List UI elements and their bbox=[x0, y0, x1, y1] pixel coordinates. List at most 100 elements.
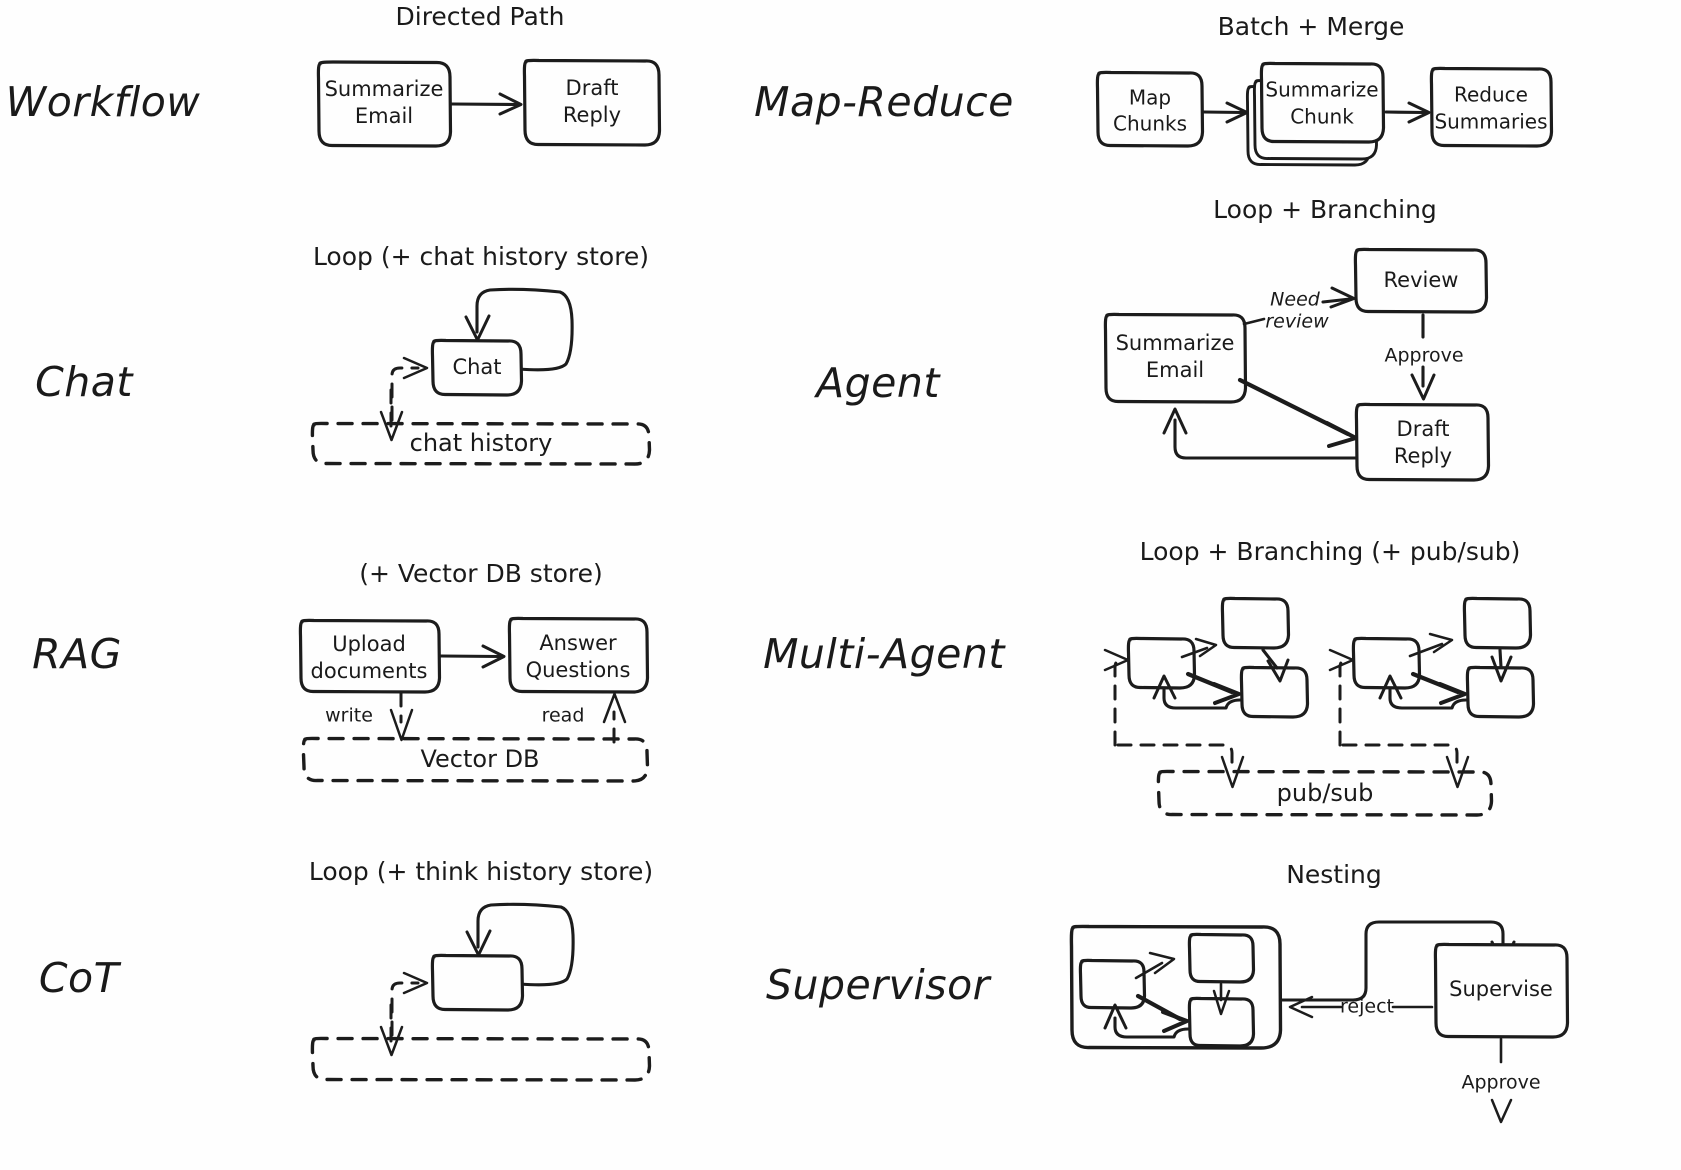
node-label-line2: Chunk bbox=[1290, 105, 1354, 129]
node-label-line2: Summaries bbox=[1434, 110, 1547, 134]
edge-label-review: review bbox=[1265, 311, 1329, 333]
node-label-line1: Summarize bbox=[325, 77, 444, 101]
node-label-line1: Answer bbox=[539, 631, 617, 655]
edge-write-to-vector-db: write bbox=[325, 691, 414, 742]
edge-need-review: Need review bbox=[1242, 286, 1356, 333]
cluster1-edge-right-back bbox=[1152, 674, 1242, 710]
node-label-line2: Chunks bbox=[1113, 112, 1187, 136]
row-multi-agent: Multi-Agent Loop + Branching (+ pub/sub) bbox=[763, 537, 1536, 817]
node-label-line2: Email bbox=[1146, 358, 1204, 382]
edge-map-to-summarize bbox=[1202, 101, 1249, 124]
node-upload-documents[interactable]: Upload documents bbox=[298, 618, 442, 694]
agent-cluster-1 bbox=[1103, 596, 1310, 789]
node-supervise[interactable]: Supervise bbox=[1433, 942, 1570, 1039]
cluster2-edge-to-pubsub bbox=[1341, 743, 1470, 789]
node-summarize-email-agent[interactable]: Summarize Email bbox=[1103, 312, 1248, 404]
cluster1-edge-left-right bbox=[1185, 671, 1241, 705]
node-label-line1: Map bbox=[1129, 86, 1171, 110]
row-label-multi-agent: Multi-Agent bbox=[763, 630, 1006, 678]
nested-node-top[interactable] bbox=[1187, 932, 1256, 984]
cluster2-edge-left-right bbox=[1410, 671, 1467, 705]
caption-cot-loop: Loop (+ think history store) bbox=[309, 857, 653, 886]
nested-edge-top-bottom bbox=[1212, 982, 1231, 1016]
cluster2-node-right[interactable] bbox=[1465, 665, 1536, 719]
node-answer-questions[interactable]: Answer Questions bbox=[507, 616, 650, 694]
node-label-line2: documents bbox=[311, 659, 428, 683]
node-label-line2: Reply bbox=[563, 103, 621, 127]
nested-node-left[interactable] bbox=[1078, 958, 1147, 1010]
cluster2-node-left[interactable] bbox=[1351, 636, 1422, 690]
caption-chat-loop: Loop (+ chat history store) bbox=[313, 242, 649, 271]
cluster1-edge-top-right bbox=[1261, 648, 1290, 683]
row-cot: CoT Loop (+ think history store) bbox=[39, 857, 653, 1082]
store-vector-db[interactable]: Vector DB bbox=[301, 736, 650, 783]
row-chat: Chat Loop (+ chat history store) Chat bbox=[35, 242, 652, 466]
edge-label-approve: Approve bbox=[1384, 345, 1463, 367]
store-chat-history[interactable]: chat history bbox=[310, 421, 652, 466]
caption-vector-db-store: (+ Vector DB store) bbox=[359, 559, 603, 588]
store-think-history[interactable] bbox=[310, 1036, 652, 1082]
edge-think-to-think-history bbox=[379, 1003, 404, 1057]
node-label: Supervise bbox=[1449, 977, 1553, 1001]
node-map-chunks[interactable]: Map Chunks bbox=[1095, 70, 1205, 148]
node-label-line1: Upload bbox=[332, 632, 406, 656]
node-chat[interactable]: Chat bbox=[430, 338, 524, 397]
node-label-line1: Reduce bbox=[1454, 83, 1528, 107]
caption-agent-loop: Loop + Branching bbox=[1213, 195, 1437, 224]
row-map-reduce: Map-Reduce Batch + Merge Map Chunks Summ… bbox=[754, 12, 1554, 167]
edge-draft-back-to-summarize bbox=[1162, 407, 1358, 460]
nested-edge-left-bottom bbox=[1135, 993, 1189, 1033]
node-summarize-email[interactable]: Summarize Email bbox=[316, 60, 453, 148]
row-label-cot: CoT bbox=[39, 954, 122, 1002]
row-workflow: Workflow Directed Path Summarize Email D… bbox=[6, 2, 662, 148]
cluster2-node-top[interactable] bbox=[1462, 596, 1533, 650]
node-review[interactable]: Review bbox=[1353, 247, 1489, 314]
cluster1-node-top[interactable] bbox=[1220, 596, 1291, 650]
node-think[interactable] bbox=[430, 953, 525, 1012]
edge-chat-to-chat-history bbox=[379, 388, 404, 442]
node-label-line2: Questions bbox=[526, 658, 631, 682]
cluster1-node-right[interactable] bbox=[1239, 665, 1310, 719]
row-label-supervisor: Supervisor bbox=[766, 961, 992, 1009]
edge-reject: reject bbox=[1288, 996, 1434, 1019]
store-label: pub/sub bbox=[1277, 779, 1374, 807]
edge-label-reject: reject bbox=[1340, 996, 1394, 1018]
row-agent: Agent Loop + Branching Review Summarize … bbox=[813, 195, 1491, 482]
nested-edge-left-top bbox=[1134, 951, 1176, 980]
store-label: Vector DB bbox=[420, 745, 539, 773]
cluster1-node-left[interactable] bbox=[1126, 636, 1197, 690]
edge-approve-supervisor: Approve bbox=[1461, 1037, 1541, 1124]
node-summarize-chunk[interactable]: Summarize Chunk bbox=[1259, 61, 1386, 144]
caption-multi-agent: Loop + Branching (+ pub/sub) bbox=[1140, 537, 1521, 566]
row-rag: RAG (+ Vector DB store) Upload documents… bbox=[32, 559, 650, 783]
edge-label-write: write bbox=[325, 705, 373, 727]
edge-read-from-vector-db: read bbox=[542, 692, 627, 744]
edge-approve: Approve bbox=[1384, 313, 1464, 401]
edge-summarize-to-reduce bbox=[1384, 101, 1431, 124]
row-supervisor: Supervisor Nesting bbox=[766, 860, 1570, 1124]
agent-cluster-2 bbox=[1328, 596, 1536, 789]
cluster2-edge-left-top bbox=[1408, 632, 1454, 658]
cluster1-edge-left-top bbox=[1180, 637, 1218, 659]
store-pub-sub[interactable]: pub/sub bbox=[1156, 769, 1494, 817]
nested-edge-bottom-back bbox=[1103, 1003, 1190, 1039]
node-label: Chat bbox=[452, 355, 501, 379]
node-label-line2: Email bbox=[355, 104, 413, 128]
nested-agent-group[interactable] bbox=[1069, 924, 1283, 1050]
node-label-line1: Summarize bbox=[1265, 78, 1378, 102]
cluster2-edge-top-right bbox=[1490, 648, 1513, 683]
node-draft-reply[interactable]: Draft Reply bbox=[522, 58, 662, 147]
edge-chat-history-to-chat bbox=[390, 356, 429, 422]
node-label-line2: Reply bbox=[1394, 444, 1452, 468]
edge-summarize-to-draft-agent bbox=[1237, 377, 1358, 448]
nested-node-bottom[interactable] bbox=[1187, 996, 1256, 1048]
row-label-workflow: Workflow bbox=[6, 78, 201, 126]
node-draft-reply-agent[interactable]: Draft Reply bbox=[1354, 402, 1491, 482]
caption-batch-merge: Batch + Merge bbox=[1218, 12, 1405, 41]
edge-think-history-to-think bbox=[390, 971, 429, 1037]
node-reduce-summaries[interactable]: Reduce Summaries bbox=[1429, 66, 1554, 148]
caption-nesting: Nesting bbox=[1286, 860, 1382, 889]
edge-summarize-to-draft bbox=[450, 92, 523, 116]
